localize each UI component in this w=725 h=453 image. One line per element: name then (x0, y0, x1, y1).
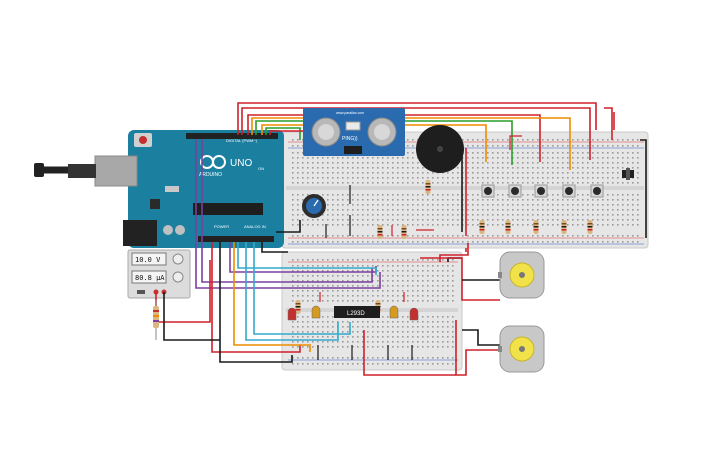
leds (287, 305, 419, 321)
pushbutton-1[interactable] (481, 184, 495, 198)
pushbutton-3[interactable] (534, 184, 548, 198)
board-brand-label: ARDUINO (199, 172, 222, 178)
pushbutton-2[interactable] (508, 184, 522, 198)
resistor-8 (587, 220, 593, 234)
pushbutton-5[interactable] (590, 184, 604, 198)
atmega-chip (193, 203, 263, 215)
current-knob[interactable] (172, 271, 184, 283)
capacitor-1 (163, 225, 173, 235)
dc-power-jack (123, 220, 157, 246)
digital-pin-header[interactable] (186, 133, 278, 139)
resistor-1 (425, 180, 431, 194)
usb-chip (150, 199, 160, 209)
pushbutton-4[interactable] (562, 184, 576, 198)
power-supply[interactable]: 10.0 V 80.8 µA (127, 249, 191, 299)
chip-label: L293D (347, 311, 365, 317)
digital-header-label: DIGITAL (PWM~) (226, 138, 258, 143)
analog-power-pin-header[interactable] (198, 236, 274, 242)
led-2 (311, 305, 321, 319)
dc-motor-top[interactable] (498, 251, 545, 299)
led-1 (287, 307, 297, 321)
motor-driver-chip[interactable]: L293D (334, 306, 380, 318)
analog-header-label: ANALOG IN (244, 224, 266, 229)
usb-port (94, 155, 138, 187)
sensor-website: www.parallax.com (336, 111, 364, 115)
resistor-9 (295, 300, 301, 314)
resistor-power-supply (153, 300, 159, 340)
reset-button-cap[interactable] (139, 136, 147, 144)
resistor-6 (533, 220, 539, 234)
power-header-label: POWER (214, 224, 229, 229)
voltage-knob[interactable] (172, 253, 184, 265)
resistor-3 (401, 225, 407, 239)
piezo-buzzer[interactable] (416, 125, 464, 173)
ultrasonic-sensor[interactable]: www.parallax.com PING)) (303, 108, 405, 156)
usb-cable (34, 163, 96, 178)
resistor-5 (505, 220, 511, 234)
resistor-7 (561, 220, 567, 234)
capacitor-2 (175, 225, 185, 235)
pushbuttons[interactable] (481, 184, 604, 198)
on-led-label: ON (258, 166, 264, 171)
arduino-logo (200, 155, 226, 169)
led-4 (409, 307, 419, 321)
resistor-4 (479, 220, 485, 234)
power-switch[interactable] (137, 290, 145, 294)
crystal-oscillator (165, 186, 179, 192)
sensor-label: PING)) (342, 136, 358, 142)
resistors (295, 180, 593, 314)
potentiometer[interactable] (302, 194, 326, 218)
led-3 (389, 305, 399, 319)
voltage-readout: 10.0 V (135, 256, 161, 264)
arduino-uno-board[interactable]: UNO ARDUINO DIGITAL (PWM~) ON POWER ANAL… (94, 130, 284, 248)
dc-motor-bottom[interactable] (498, 325, 545, 373)
current-readout: 80.8 µA (135, 274, 165, 282)
board-model-label: UNO (230, 158, 252, 169)
resistor-2 (377, 225, 383, 239)
sensor-pin-header[interactable] (344, 146, 362, 154)
slide-switch[interactable] (622, 168, 634, 180)
